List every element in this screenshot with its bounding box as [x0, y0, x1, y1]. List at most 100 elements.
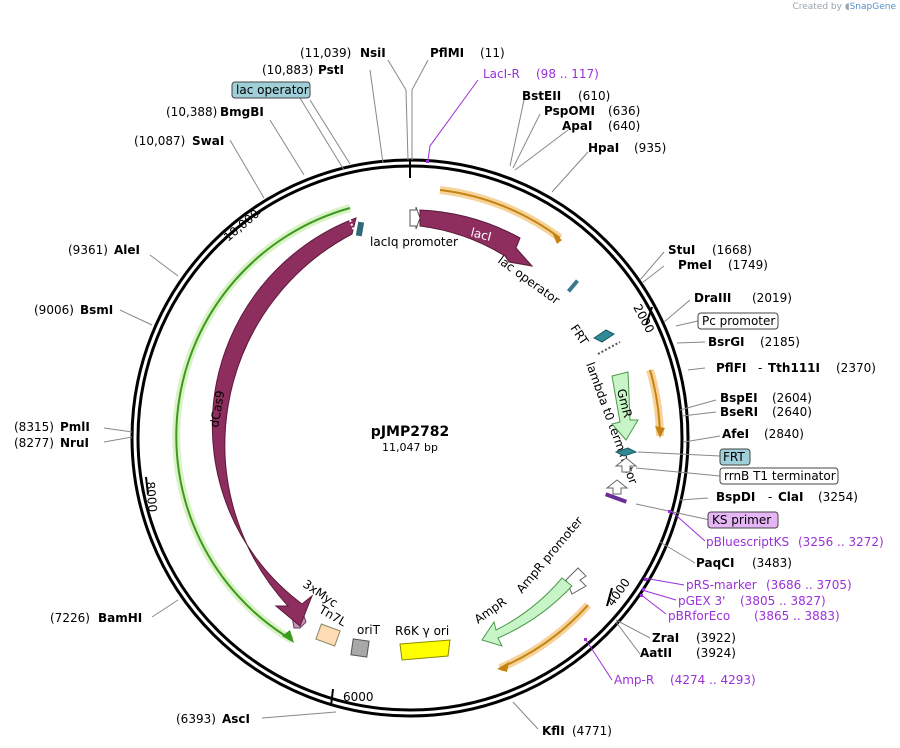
box-KS-primer: KS primer — [712, 513, 771, 527]
site-PflFI-pos: (2370) — [836, 361, 876, 375]
AmpR-label: AmpR — [472, 594, 509, 626]
KS-primer-site[interactable] — [604, 492, 628, 504]
oriT-feature[interactable] — [350, 638, 370, 658]
site-PflMI: PflMI — [430, 46, 464, 60]
primer-Amp-R: Amp-R — [614, 673, 654, 687]
site-PmeI-pos: (1749) — [728, 258, 768, 272]
site-BspDI: BspDI — [716, 490, 755, 504]
site-BspEI-pos: (2604) — [772, 391, 812, 405]
site-ZraI-pos: (3922) — [696, 631, 736, 645]
site-AscI-pos: (6393) — [176, 712, 216, 726]
lac-operator-box — [231, 81, 311, 99]
site-ZraI: ZraI — [652, 631, 679, 645]
lambda-t0-terminator-feature[interactable] — [605, 479, 629, 495]
site-NruI-pos: (8277) — [14, 436, 54, 450]
site-PspOMI: PspOMI — [544, 104, 595, 118]
oriT-label: oriT — [357, 623, 381, 637]
boxed-labels: lac operator Pc promoter FRT rrnB T1 ter… — [231, 81, 839, 529]
FRT-feature-2[interactable] — [614, 447, 638, 457]
site-PspOMI-pos: (636) — [608, 104, 640, 118]
lacI-arc-head-icon — [552, 232, 562, 244]
site-BsmI-pos: (9006) — [34, 303, 74, 317]
site-ApaI: ApaI — [562, 119, 592, 133]
site-BspDI-pos: (3254) — [818, 490, 858, 504]
AmpR-feature[interactable] — [481, 577, 573, 647]
site-KflI-pos: (4771) — [572, 724, 612, 738]
AmpR-promoter-feature[interactable] — [565, 567, 587, 595]
box-lac-operator: lac operator — [236, 83, 309, 97]
site-PmeI: PmeI — [678, 258, 712, 272]
lacIq-promoter-label: lacIq promoter — [370, 235, 458, 249]
site-AatII: AatII — [640, 646, 672, 660]
site-NsiI: NsiI — [360, 46, 386, 60]
rrnB-terminator-feature[interactable] — [614, 457, 638, 473]
primer-pGEX3: pGEX 3' — [678, 594, 725, 608]
site-BsmI: BsmI — [80, 303, 113, 317]
site-BsrGI: BsrGI — [708, 335, 745, 349]
site-NruI: NruI — [60, 436, 89, 450]
tick-label-6000: 6000 — [343, 690, 374, 704]
site-NsiI-pos: (11,039) — [300, 46, 351, 60]
site-HpaI-pos: (935) — [634, 141, 666, 155]
AmpR-highlight-arc — [498, 602, 591, 672]
FRT-feature-1[interactable] — [593, 329, 615, 343]
site-BsrGI-pos: (2185) — [760, 335, 800, 349]
site-PmlI: PmlI — [60, 420, 90, 434]
lacI-feature[interactable] — [419, 209, 534, 267]
site-AfeI-pos: (2840) — [764, 427, 804, 441]
site-PaqCI: PaqCI — [696, 556, 734, 570]
dCas9-label: dCas9 — [207, 389, 227, 428]
primer-pBluescriptKS-pos: (3256 .. 3272) — [798, 535, 884, 549]
GmR-feature[interactable] — [611, 371, 639, 441]
site-BstEII-pos: (610) — [578, 89, 610, 103]
primer-LacI-R: LacI-R — [483, 67, 520, 81]
site-PaqCI-pos: (3483) — [752, 556, 792, 570]
site-Tth111I: Tth111I — [768, 361, 820, 375]
site-BamHI-pos: (7226) — [50, 611, 90, 625]
plasmid-name: pJMP2782 — [371, 424, 449, 440]
lacIq-promoter-arrow[interactable] — [409, 206, 421, 230]
GmR-arc-head-icon — [655, 426, 665, 438]
site-BseRI: BseRI — [720, 405, 758, 419]
lac-operator-feature[interactable] — [566, 279, 580, 293]
site-ClaI: ClaI — [778, 490, 803, 504]
site-DraIII: DraIII — [694, 291, 731, 305]
tick-label-4000: 4000 — [604, 576, 633, 609]
site-StuI: StuI — [668, 243, 695, 257]
primer-pBRforEco-pos: (3865 .. 3883) — [754, 609, 840, 623]
R6K-ori-feature[interactable] — [399, 639, 451, 661]
primer-Amp-R-pos: (4274 .. 4293) — [670, 673, 756, 687]
FRT-box — [719, 448, 751, 466]
GmR-highlight-arc — [646, 368, 664, 437]
tick-label-10000: 10,000 — [221, 207, 262, 245]
snapgene-logo-icon: ◖ — [844, 2, 850, 12]
site-PmlI-pos: (8315) — [14, 420, 54, 434]
site-SwaI: SwaI — [192, 134, 224, 148]
dCas9-feature[interactable] — [211, 217, 357, 627]
snapgene-credit: Created by ◖SnapGene — [792, 2, 896, 12]
primer-leader-lines — [427, 79, 706, 681]
site-BmgBI: BmgBI — [220, 105, 264, 119]
GmR-label: GmR — [614, 387, 635, 419]
site-BstEII: BstEII — [522, 89, 561, 103]
site-AscI: AscI — [222, 712, 250, 726]
primer-pRS-marker: pRS-marker — [686, 578, 757, 592]
dCas9-arc-head-icon — [282, 630, 294, 643]
scale-ticks — [145, 211, 653, 707]
plasmid-length: 11,047 bp — [382, 441, 438, 454]
site-labels: (11,039) NsiI PflMI (11) (10,883) PstI (… — [14, 46, 876, 738]
svg-text:-: - — [758, 361, 762, 375]
AmpR-arc-head-icon — [497, 662, 509, 672]
Tn7L-feature[interactable] — [315, 623, 341, 647]
site-AfeI: AfeI — [722, 427, 749, 441]
lambda-t0-mark — [597, 341, 621, 355]
site-PflMI-pos: (11) — [480, 46, 505, 60]
primer-pBluescriptKS: pBluescriptKS — [706, 535, 789, 549]
primer-pBRforEco: pBRforEco — [668, 609, 730, 623]
tick-label-8000: 8000 — [143, 481, 160, 513]
credit-brand: SnapGene — [849, 2, 896, 12]
primer-pRS-marker-pos: (3686 .. 3705) — [766, 578, 852, 592]
dCas9-highlight-arc — [172, 204, 352, 644]
site-BamHI: BamHI — [98, 611, 142, 625]
site-AleI-pos: (9361) — [68, 243, 108, 257]
